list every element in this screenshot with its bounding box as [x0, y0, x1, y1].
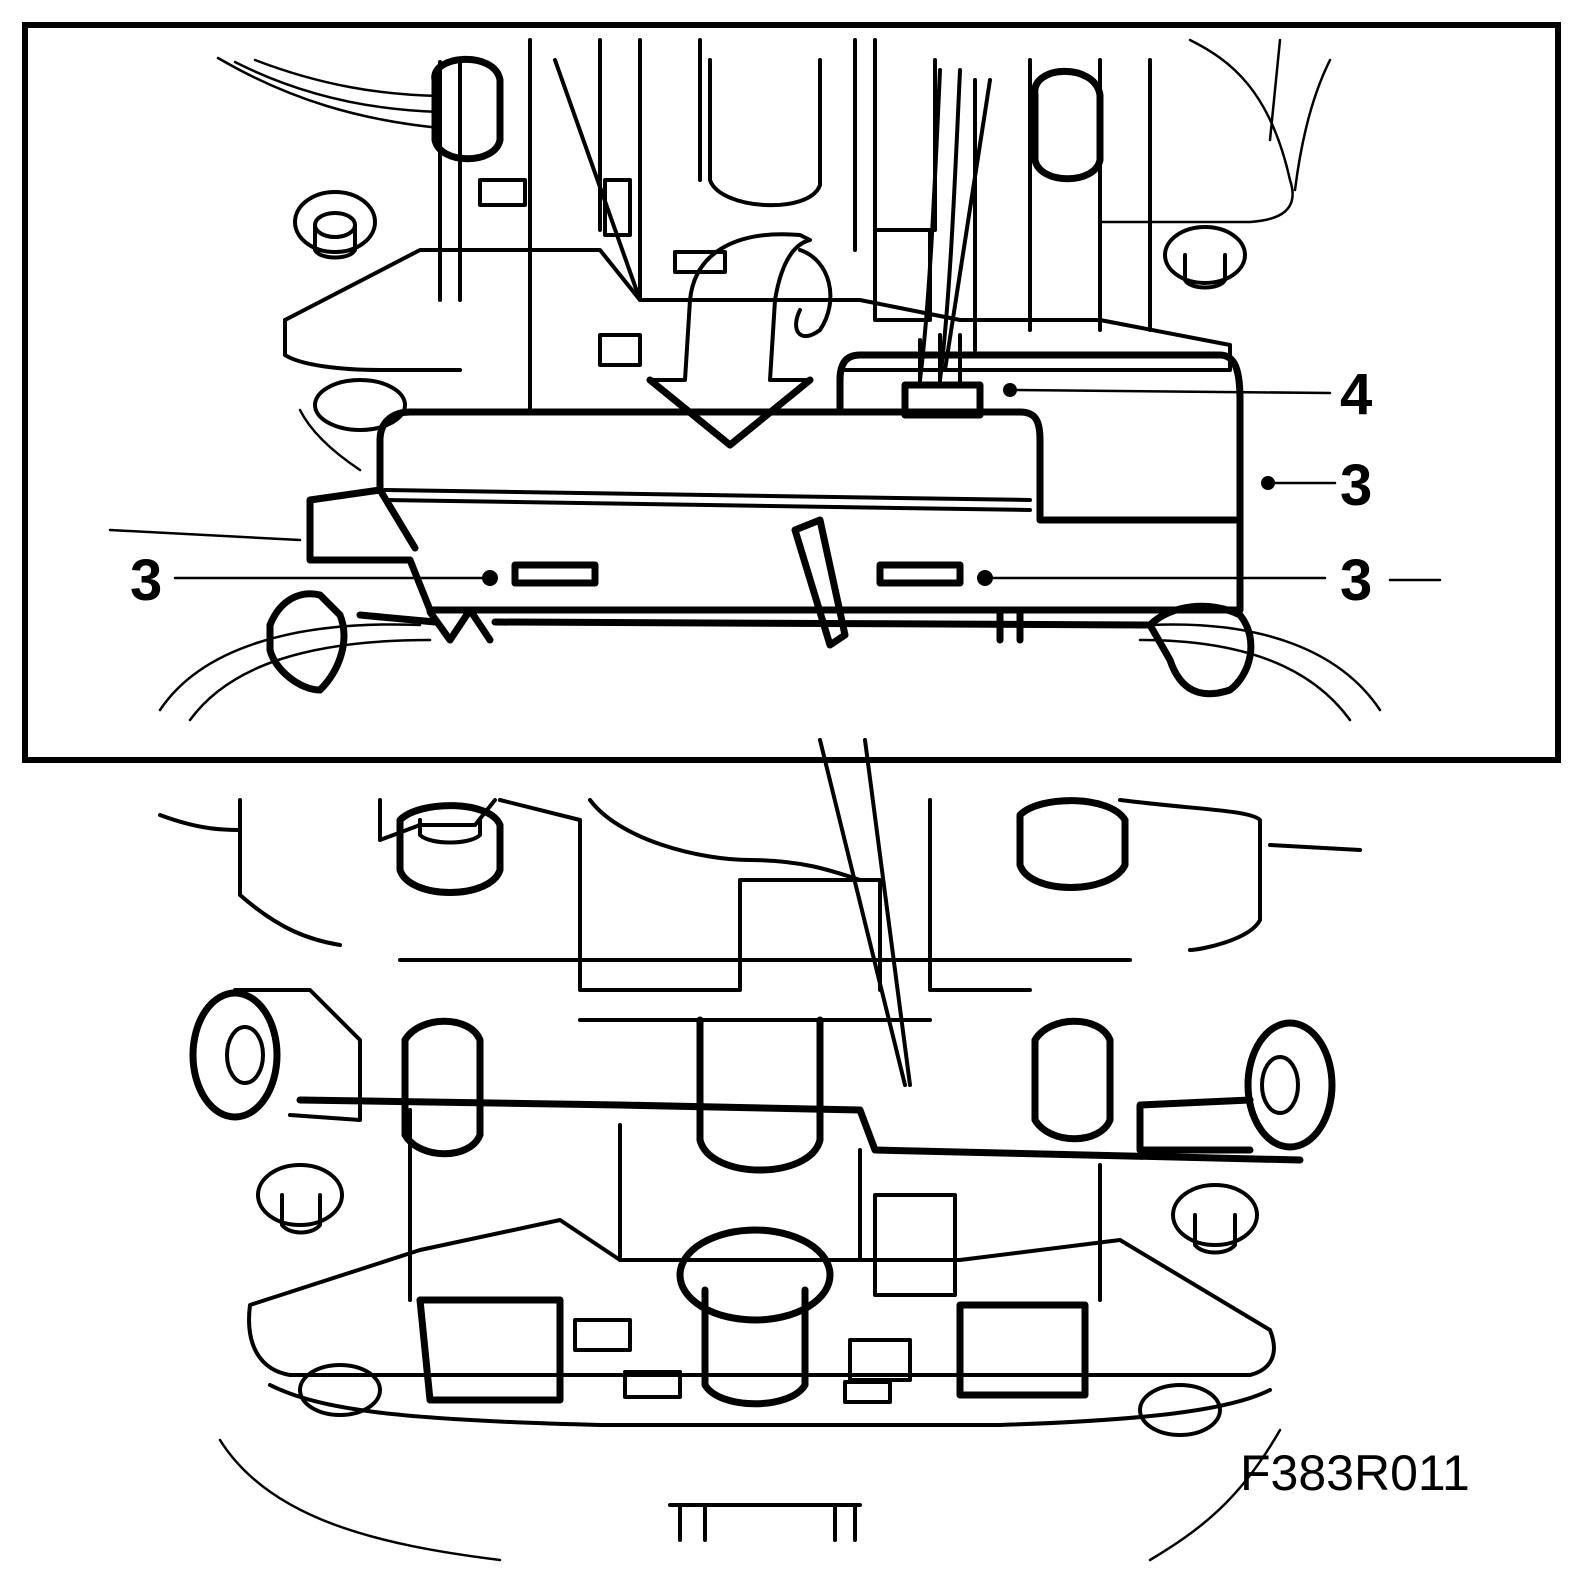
rivet-right-lower-1 — [1171, 1183, 1259, 1255]
cylinder-right-middle — [1031, 1017, 1114, 1143]
rivet-left-upper — [293, 190, 377, 260]
callout-4-label: 4 — [1340, 362, 1372, 427]
cylinder-center — [696, 1016, 824, 1174]
rivet-left-lower-2 — [298, 1363, 382, 1417]
cylinder-left-upper — [396, 802, 504, 896]
connector — [901, 333, 984, 419]
callout-leaders — [173, 383, 1442, 586]
rivet-right-upper — [1163, 225, 1247, 290]
cover-part — [266, 333, 1255, 698]
callout-3-left-label: 3 — [130, 548, 162, 613]
cylinder-center-lower — [676, 1226, 834, 1408]
callout-3-right-lower-label: 3 — [1340, 548, 1372, 613]
detail-inset: 4 3 3 3 — [22, 22, 1561, 763]
rivet-right-lower-2 — [1138, 1383, 1222, 1437]
slot-left — [511, 561, 599, 587]
slot-right — [876, 561, 964, 587]
figure-code: F383R011 — [1240, 1445, 1470, 1501]
pivot-right — [1136, 1019, 1336, 1154]
callout-3-right-upper-label: 3 — [1340, 453, 1372, 518]
cylinder-left-middle — [401, 1017, 484, 1158]
rivet-left-mid — [313, 378, 407, 432]
main-assembly — [158, 797, 1362, 1562]
rivet-left-lower-1 — [256, 1163, 344, 1235]
cylinder-right-upper — [1016, 797, 1129, 891]
curved-down-arrow-icon — [646, 232, 814, 449]
pivot-left — [189, 988, 362, 1122]
inset-background-housing — [108, 38, 1382, 722]
detail-pointer — [818, 738, 912, 1087]
